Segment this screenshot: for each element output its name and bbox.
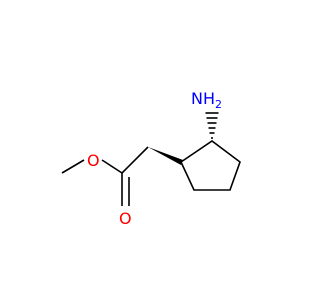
wedge-bond-ch2-ring [148,147,183,165]
amine-n-symbol: N [191,89,203,108]
ether-oxygen-label: O [87,151,100,170]
structure-drawing: NH2 O O [61,89,241,228]
amine-h-symbol: H [203,89,215,108]
hashed-bond-ring-nh2 [205,112,219,139]
amine-h-subscript: 2 [215,98,222,111]
molecule-canvas: NH2 O O [61,89,241,228]
bond-o-carbonyl-carbon [101,159,123,174]
amine-label: NH2 [191,89,222,111]
cyclopentane-ring [180,140,241,191]
carbonyl-oxygen-label: O [119,209,132,228]
bond-carbonyl-ch2 [121,146,149,174]
bond-methyl-o [61,159,85,174]
